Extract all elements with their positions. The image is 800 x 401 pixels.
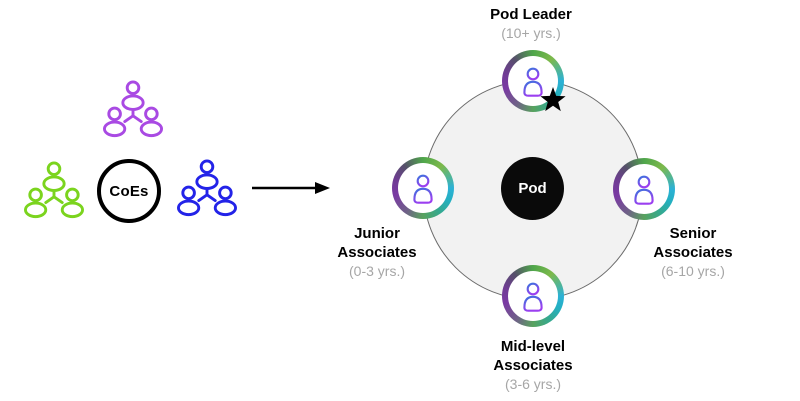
person-icon — [634, 175, 654, 205]
blue-org-icon — [177, 159, 237, 217]
right-arrow-icon — [252, 182, 330, 194]
mid-level-associates-node-inner — [508, 271, 558, 321]
mid-level-associates-node — [502, 265, 564, 327]
senior-associates-node — [613, 158, 675, 220]
senior-associates-label: Senior Associates (6-10 yrs.) — [638, 224, 748, 280]
senior-associates-node-inner — [619, 164, 669, 214]
pod-center-label: Pod — [518, 180, 547, 197]
role-experience: (0-3 yrs.) — [349, 263, 405, 279]
person-icon — [413, 174, 433, 204]
pod-center-circle: Pod — [501, 157, 564, 220]
coes-circle: CoEs — [97, 159, 161, 223]
coes-label: CoEs — [109, 182, 149, 200]
purple-org-icon — [103, 80, 163, 138]
role-experience: (6-10 yrs.) — [661, 263, 725, 279]
person-icon — [523, 282, 543, 312]
pod-leader-label: Pod Leader (10+ yrs.) — [461, 5, 601, 42]
mid-level-associates-label: Mid-level Associates (3-6 yrs.) — [473, 337, 593, 393]
green-org-icon — [23, 161, 84, 219]
junior-associates-label: Junior Associates (0-3 yrs.) — [322, 224, 432, 280]
junior-associates-node — [392, 157, 454, 219]
role-title: Junior Associates — [337, 225, 417, 261]
role-experience: (10+ yrs.) — [501, 25, 561, 41]
leader-star-icon — [540, 87, 566, 112]
junior-associates-node-inner — [398, 163, 448, 213]
role-title: Senior Associates — [653, 225, 733, 261]
role-experience: (3-6 yrs.) — [505, 376, 561, 392]
role-title: Mid-level Associates — [493, 338, 573, 374]
role-title: Pod Leader — [490, 6, 572, 23]
